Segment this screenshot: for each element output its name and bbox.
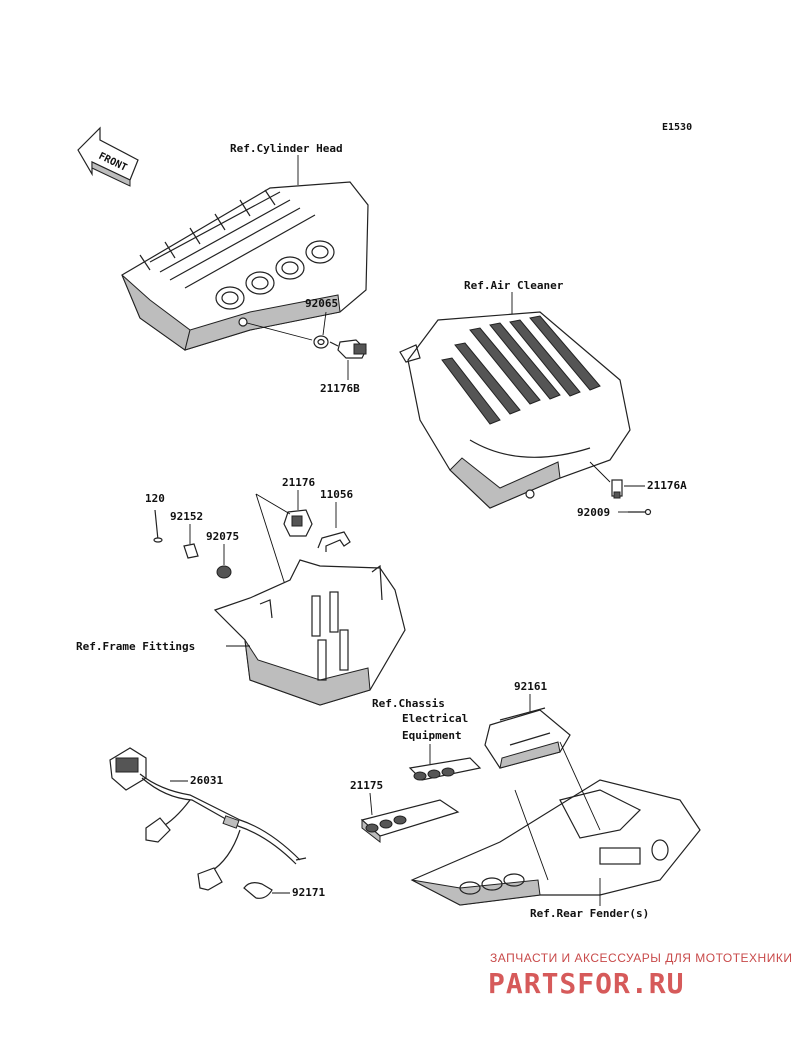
ref-rear-fender: Ref.Rear Fender(s) — [530, 907, 649, 920]
collar-92152 — [183, 543, 199, 559]
ref-chassis-2: Electrical — [402, 712, 468, 725]
bolt-120 — [153, 509, 163, 543]
label-92171: 92171 — [292, 886, 325, 899]
ecu-21175 — [360, 799, 460, 844]
label-11056: 11056 — [320, 488, 353, 501]
bracket-92161 — [484, 707, 571, 769]
label-21175: 21175 — [350, 779, 383, 792]
label-92075: 92075 — [206, 530, 239, 543]
connector-block — [408, 757, 482, 781]
wire-harness-26031 — [109, 747, 307, 891]
grommet-92075 — [216, 565, 232, 579]
watermark-tagline: ЗАПЧАСТИ И АКСЕССУАРЫ ДЛЯ МОТОТЕХНИКИ — [490, 951, 792, 965]
ref-cylinder-head: Ref.Cylinder Head — [230, 142, 343, 155]
frame-fittings — [213, 559, 406, 706]
label-21176A: 21176A — [647, 479, 687, 492]
air-cleaner — [399, 311, 631, 509]
label-92152: 92152 — [170, 510, 203, 523]
rear-fender — [410, 741, 701, 906]
ref-chassis-3: Equipment — [402, 729, 462, 742]
front-arrow-icon: FRONT — [77, 126, 139, 187]
label-21176: 21176 — [282, 476, 315, 489]
watermark-logo: PARTSFOR.RU — [488, 967, 684, 1000]
label-120: 120 — [145, 492, 165, 505]
label-26031: 26031 — [190, 774, 223, 787]
bracket-11056 — [317, 531, 351, 552]
sensor-21176 — [283, 509, 313, 537]
label-92065: 92065 — [305, 297, 338, 310]
screw-92009 — [628, 508, 652, 516]
ref-air-cleaner: Ref.Air Cleaner — [464, 279, 564, 292]
label-21176B: 21176B — [320, 382, 360, 395]
cylinder-head — [121, 181, 369, 351]
ref-chassis-1: Ref.Chassis — [372, 697, 445, 710]
diagram-code: E1530 — [662, 122, 692, 133]
label-92161: 92161 — [514, 680, 547, 693]
label-92009: 92009 — [577, 506, 610, 519]
sensor-21176B — [329, 339, 367, 359]
ref-frame-fittings: Ref.Frame Fittings — [76, 640, 195, 653]
washer-92065 — [313, 335, 329, 349]
sensor-21176A — [611, 479, 623, 499]
clamp-92171 — [243, 882, 273, 899]
